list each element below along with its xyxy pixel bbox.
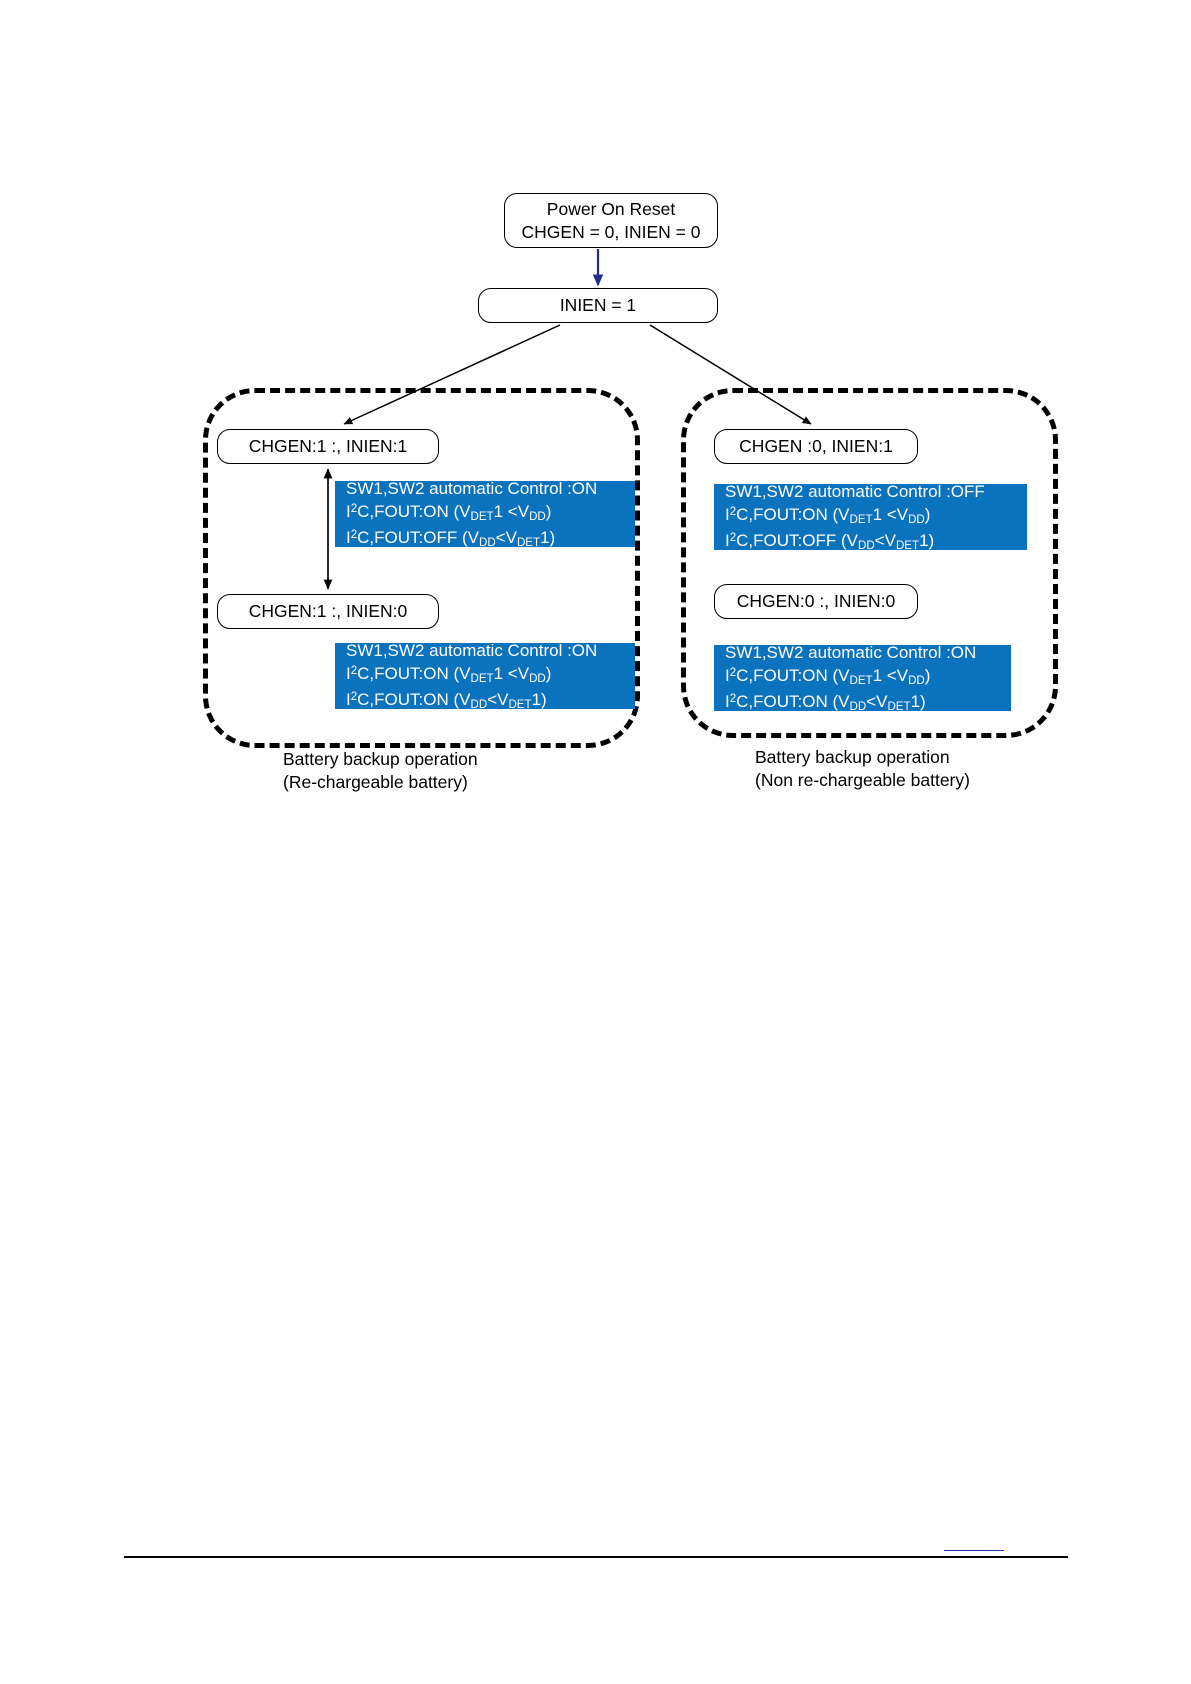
info-line-fout-1: I2C,FOUT:ON (VDET1 <VDD) — [346, 501, 552, 523]
info-line-fout-1: I2C,FOUT:ON (VDET1 <VDD) — [725, 504, 931, 526]
info-line-fout-2: I2C,FOUT:ON (VDD<VDET1) — [346, 689, 547, 711]
info-line-control: SW1,SW2 automatic Control :OFF — [725, 481, 985, 501]
state-box-chgen0-inien0[interactable]: CHGEN:0 :, INIEN:0 — [714, 584, 918, 619]
info-line-control: SW1,SW2 automatic Control :ON — [725, 642, 977, 662]
inien-label: INIEN = 1 — [559, 295, 637, 316]
info-line-fout-2: I2C,FOUT:ON (VDD<VDET1) — [725, 691, 926, 713]
caption-line-1: Battery backup operation — [283, 749, 478, 769]
footer-tick-mark — [944, 1550, 1004, 1551]
caption-line-2: (Re-chargeable battery) — [283, 772, 468, 793]
group-box-non-rechargeable — [681, 388, 1058, 738]
info-box-chgen0-inien1: SW1,SW2 automatic Control :OFF I2C,FOUT:… — [714, 482, 1027, 551]
caption-line-2: (Non re-chargeable battery) — [755, 770, 970, 791]
info-box-chgen0-inien0: SW1,SW2 automatic Control :ON I2C,FOUT:O… — [714, 643, 1011, 712]
caption-rechargeable: Battery backup operation (Re-chargeable … — [283, 748, 478, 794]
info-line-control: SW1,SW2 automatic Control :ON — [346, 640, 598, 660]
info-line-control: SW1,SW2 automatic Control :ON — [346, 478, 598, 498]
info-box-chgen1-inien0: SW1,SW2 automatic Control :ON I2C,FOUT:O… — [335, 641, 635, 710]
state-box-chgen1-inien0[interactable]: CHGEN:1 :, INIEN:0 — [217, 594, 439, 629]
power-on-reset-values: CHGEN = 0, INIEN = 0 — [521, 221, 701, 242]
state-label: CHGEN:0 :, INIEN:0 — [736, 591, 896, 612]
info-box-chgen1-inien1: SW1,SW2 automatic Control :ON I2C,FOUT:O… — [335, 479, 635, 548]
state-box-inien-1[interactable]: INIEN = 1 — [478, 288, 718, 323]
state-box-power-on-reset[interactable]: Power On Reset CHGEN = 0, INIEN = 0 — [504, 193, 718, 248]
info-line-fout-2: I2C,FOUT:OFF (VDD<VDET1) — [725, 530, 935, 552]
state-box-chgen0-inien1[interactable]: CHGEN :0, INIEN:1 — [714, 429, 918, 464]
state-label: CHGEN:1 :, INIEN:1 — [248, 436, 408, 457]
state-label: CHGEN:1 :, INIEN:0 — [248, 601, 408, 622]
state-label: CHGEN :0, INIEN:1 — [739, 436, 893, 457]
caption-line-1: Battery backup operation — [755, 747, 950, 767]
info-line-fout-2: I2C,FOUT:OFF (VDD<VDET1) — [346, 527, 556, 549]
footer-rule — [124, 1556, 1068, 1558]
power-on-reset-title: Power On Reset — [546, 198, 676, 219]
info-line-fout-1: I2C,FOUT:ON (VDET1 <VDD) — [346, 663, 552, 685]
caption-non-rechargeable: Battery backup operation (Non re-chargea… — [755, 746, 970, 792]
info-line-fout-1: I2C,FOUT:ON (VDET1 <VDD) — [725, 665, 931, 687]
state-box-chgen1-inien1[interactable]: CHGEN:1 :, INIEN:1 — [217, 429, 439, 464]
